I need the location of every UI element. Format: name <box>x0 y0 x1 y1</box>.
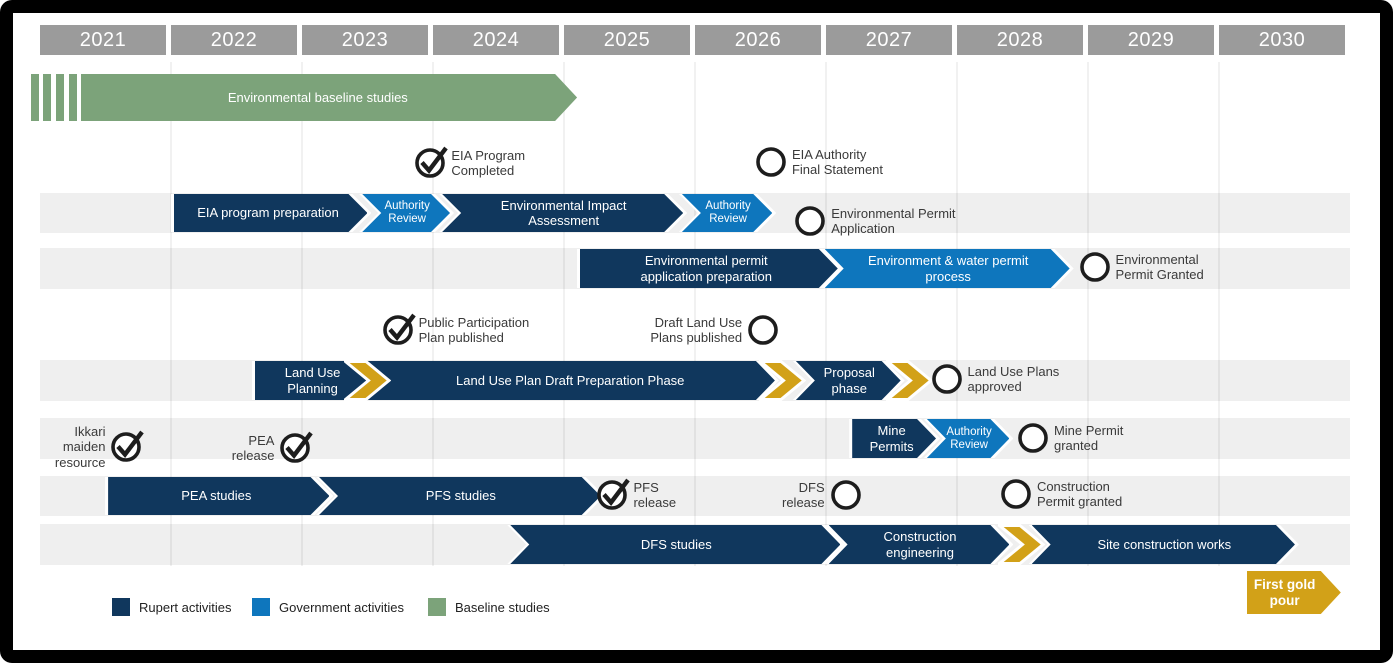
milestone-check-icon <box>597 478 631 510</box>
milestone-label-environmental-permit-granted: Environmental Permit Granted <box>1115 251 1204 283</box>
milestone-label-land-use-plans-approved: Land Use Plans approved <box>967 363 1060 395</box>
year-gridline <box>694 62 696 566</box>
milestone-circle-icon <box>931 364 962 394</box>
year-header-2029: 2029 <box>1088 25 1214 55</box>
legend-item-baseline-studies: Baseline studies <box>428 597 550 617</box>
year-header-2027: 2027 <box>826 25 952 55</box>
gold-chevron-icon <box>886 360 934 401</box>
milestone-check-icon <box>382 313 416 345</box>
milestone-check-icon <box>111 430 145 462</box>
year-header-2030: 2030 <box>1219 25 1345 55</box>
row-band-mine-permits <box>40 418 1350 459</box>
milestone-label-eia-authority-final-statement: EIA Authority Final Statement <box>791 146 884 178</box>
year-gridline <box>956 62 958 566</box>
milestone-circle-icon <box>795 206 826 236</box>
baseline-hatch-bar <box>68 74 77 121</box>
legend-swatch <box>428 598 446 616</box>
gantt-bar-eia-process-0: EIA program preparation <box>173 194 368 232</box>
legend-item-rupert-activities: Rupert activities <box>112 597 231 617</box>
year-gridline <box>563 62 565 566</box>
legend-item-government-activities: Government activities <box>252 597 404 617</box>
legend-swatch <box>252 598 270 616</box>
milestone-label-public-participation-plan-published: Public Participation Plan published <box>418 314 530 346</box>
milestone-circle-icon <box>1001 479 1031 509</box>
milestone-circle-icon <box>1079 252 1110 282</box>
year-header-2022: 2022 <box>171 25 297 55</box>
first-gold-pour-arrow: First gold pour <box>1246 571 1341 614</box>
milestone-check-icon <box>415 146 449 178</box>
year-gridline <box>432 62 434 566</box>
milestone-label-construction-permit-granted: Construction Permit granted <box>1036 478 1123 510</box>
gold-chevron-icon <box>344 360 391 401</box>
gantt-bar-land-use-planning-1: Land Use Plan Draft Preparation Phase <box>363 361 775 400</box>
gantt-bar-construction-1: Construction engineering <box>828 525 1010 564</box>
gantt-bar-feasibility-studies-0: PEA studies <box>108 477 330 515</box>
milestone-label-draft-land-use-plans-published: Draft Land Use Plans published <box>650 314 743 346</box>
legend-label: Rupert activities <box>139 599 232 615</box>
baseline-hatch-bar <box>55 74 64 121</box>
gantt-bar-eia-process-2: Environmental Impact Assessment <box>442 194 684 232</box>
baseline-hatch-bar <box>42 74 51 121</box>
gold-chevron-icon <box>997 524 1045 565</box>
legend-label: Government activities <box>279 599 404 615</box>
milestone-circle-icon <box>830 480 861 510</box>
legend-swatch <box>112 598 130 616</box>
milestone-label-pea-release: PEA release <box>231 432 275 464</box>
gantt-bar-environmental-permit-0: Environmental permit application prepara… <box>579 249 838 288</box>
year-header-2028: 2028 <box>957 25 1083 55</box>
milestone-label-ikkari-maiden-resource: Ikkari maiden resource <box>54 423 106 470</box>
year-gridline <box>170 62 172 566</box>
year-header-2021: 2021 <box>40 25 166 55</box>
gold-chevron-icon <box>759 360 807 401</box>
gantt-bar-mine-permits-0: Mine Permits <box>852 419 936 458</box>
milestone-circle-icon <box>756 147 786 177</box>
year-gridline <box>1218 62 1220 566</box>
year-gridline <box>825 62 827 566</box>
milestone-label-pfs-release: PFS release <box>633 479 677 511</box>
baseline-hatch-bar <box>30 74 39 121</box>
gantt-bar-feasibility-studies-1: PFS studies <box>319 477 601 515</box>
legend-label: Baseline studies <box>455 599 550 615</box>
milestone-label-eia-program-completed: EIA Program Completed <box>451 147 526 179</box>
milestone-label-dfs-release: DFS release <box>782 479 825 511</box>
gantt-bar-construction-2: Site construction works <box>1031 525 1295 564</box>
year-header-2024: 2024 <box>433 25 559 55</box>
year-gridline <box>1087 62 1089 566</box>
milestone-check-icon <box>280 431 314 463</box>
gantt-bar-environmental-permit-1: Environment & water permit process <box>824 249 1070 288</box>
year-gridline <box>301 62 303 566</box>
milestone-label-environmental-permit-application: Environmental Permit Application <box>831 205 956 237</box>
gantt-bar-construction-0: DFS studies <box>510 525 841 564</box>
year-header-2025: 2025 <box>564 25 690 55</box>
year-header-2026: 2026 <box>695 25 821 55</box>
milestone-circle-icon <box>1018 423 1048 453</box>
milestone-circle-icon <box>748 315 778 345</box>
year-header-2023: 2023 <box>302 25 428 55</box>
baseline-arrow: Environmental baseline studies <box>80 74 578 121</box>
milestone-label-mine-permit-granted: Mine Permit granted <box>1053 422 1124 454</box>
